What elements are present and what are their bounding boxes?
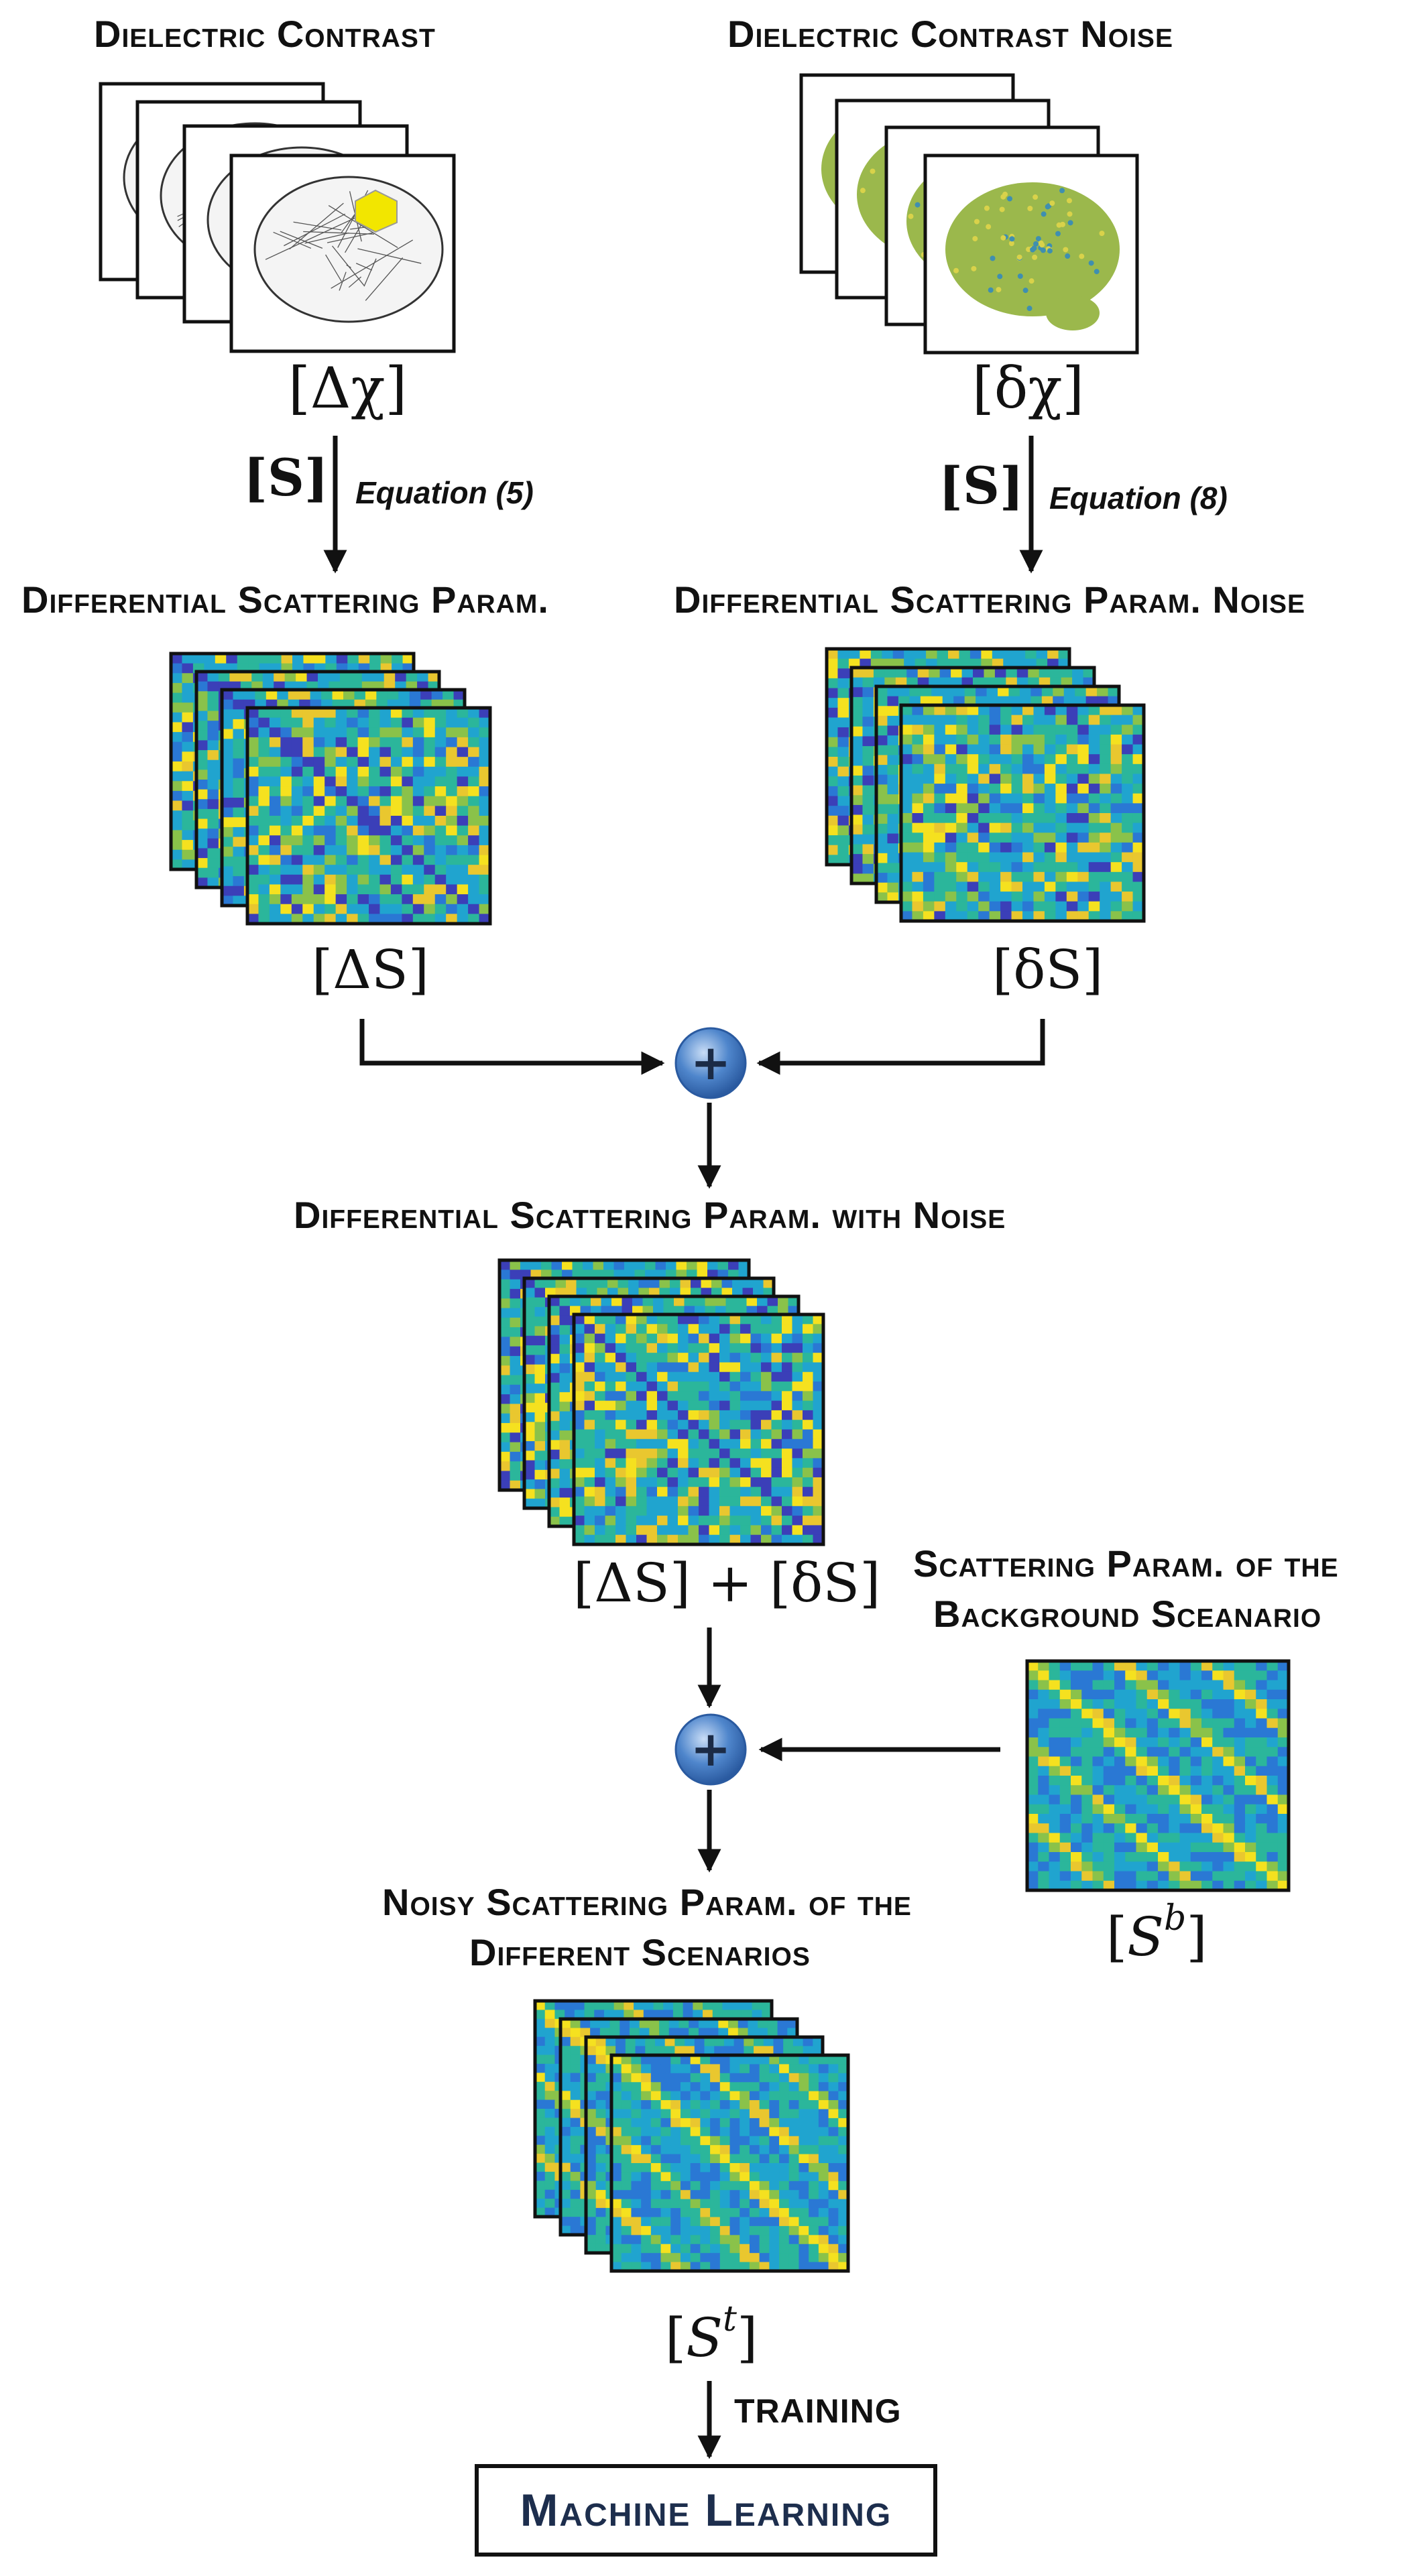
mesh-frame [229, 154, 456, 353]
matrix-panel [1025, 1659, 1291, 1892]
label-S-b-sup: b [1164, 1898, 1187, 1939]
arrow-right-to-plus1 [756, 1019, 1045, 1075]
title-background-line1: Scattering Param. of the [913, 1542, 1339, 1585]
title-dielectric-contrast-noise: Dielectric Contrast Noise [727, 13, 1173, 55]
label-delta-chi: [Δχ] [288, 355, 408, 421]
brain-mesh-stack [99, 82, 456, 353]
noise-brain-frame [923, 154, 1139, 355]
title-noisy-line1: Noisy Scattering Param. of the [382, 1881, 912, 1923]
title-dielectric-contrast: Dielectric Contrast [94, 13, 436, 55]
title-background-line2: Background Sceanario [933, 1593, 1322, 1635]
label-sum: [ΔS] + [δS] [573, 1552, 881, 1614]
label-equation-5: Equation (5) [355, 475, 534, 510]
label-S-right: [S] [939, 456, 1024, 515]
label-small-delta-S: [δS] [992, 938, 1104, 1001]
brain-noise-stack [799, 73, 1139, 355]
plus-node-2: + [674, 1713, 747, 1786]
arrow-left-to-plus1 [359, 1019, 665, 1075]
label-S-left: [S] [243, 448, 329, 507]
diff-scatter-noise-matrix-stack [825, 647, 1146, 923]
label-S-b: [Sb] [1106, 1898, 1207, 1968]
background-scatter-matrix [1025, 1659, 1291, 1892]
label-training: TRAINING [734, 2392, 902, 2430]
title-diff-scatter-with-noise: Differential Scattering Param. with Nois… [294, 1194, 1006, 1236]
label-small-delta-chi: [δχ] [972, 355, 1085, 421]
label-S-t: [St] [665, 2299, 758, 2369]
label-S-t-sup: t [723, 2299, 737, 2339]
plus-symbol: + [691, 1034, 731, 1091]
matrix-panel [245, 706, 492, 926]
plus-symbol: + [691, 1721, 731, 1777]
plus-node-1: + [674, 1027, 747, 1099]
label-S-b-base: S [1127, 1906, 1165, 1968]
title-diff-scatter: Differential Scattering Param. [21, 578, 549, 621]
matrix-panel [572, 1312, 825, 1546]
machine-learning-label: Machine Learning [520, 2485, 892, 2536]
diff-scatter-matrix-stack [169, 652, 492, 926]
matrix-panel [609, 2053, 850, 2273]
machine-learning-box: Machine Learning [475, 2464, 937, 2557]
title-noisy-line2: Different Scenarios [469, 1931, 811, 1973]
flow-arrows [323, 436, 1045, 2459]
label-equation-8: Equation (8) [1049, 481, 1228, 515]
diff-scatter-with-noise-matrix-stack [497, 1258, 825, 1546]
matrix-panel [899, 703, 1146, 923]
label-delta-S: [ΔS] [312, 938, 429, 1001]
label-S-t-base: S [686, 2307, 723, 2369]
title-diff-scatter-noise: Differential Scattering Param. Noise [674, 578, 1306, 621]
noisy-scatter-matrix-stack [533, 1999, 850, 2273]
